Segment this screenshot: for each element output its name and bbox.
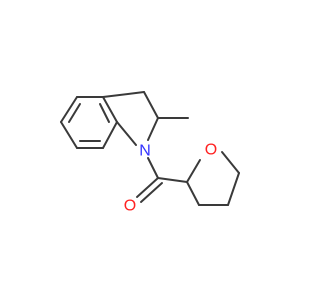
bond	[147, 117, 159, 141]
bond	[60, 96, 78, 123]
carbonyl-double-bond	[136, 177, 159, 198]
ring-oxygen-atom-label: O	[205, 142, 217, 159]
bond	[147, 157, 159, 179]
aromatic-inner-bond	[99, 103, 110, 123]
bonds	[60, 91, 240, 206]
atom-labels: N O O	[124, 142, 217, 215]
bond	[102, 96, 118, 123]
bond	[186, 181, 200, 206]
carbonyl-double-bond	[140, 182, 163, 203]
bond	[116, 121, 137, 146]
bond	[221, 151, 240, 174]
carbonyl-oxygen-atom-label: O	[124, 198, 136, 215]
nitrogen-atom-label: N	[139, 143, 151, 160]
bond	[227, 172, 240, 206]
bond	[102, 91, 145, 98]
bond	[143, 91, 159, 119]
bond	[186, 159, 201, 183]
aromatic-inner-bond	[68, 103, 81, 123]
molecule-structure-diagram: N O O	[60, 91, 240, 215]
bond	[102, 121, 118, 149]
bond	[60, 121, 78, 149]
bond	[157, 177, 188, 183]
